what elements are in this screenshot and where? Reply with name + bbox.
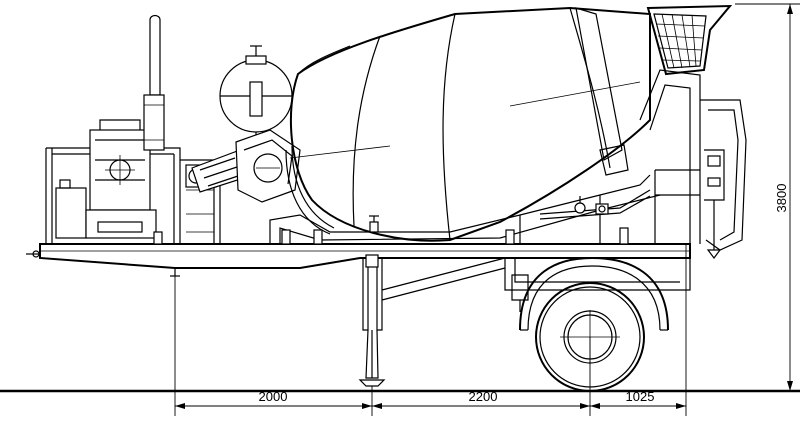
dimension-label-2000: 2000 [259,389,288,404]
engine-cage [45,14,221,244]
discharge-chute [700,99,747,259]
trailer-frame [26,243,691,291]
fender [511,256,669,331]
dimension-label-height: 3800 [774,184,789,213]
water-tank [219,45,293,149]
drum-drive [191,129,301,203]
support-leg [358,254,506,387]
loading-hopper [646,4,733,76]
drum-support-frame [153,7,701,245]
water-pipe [369,189,651,233]
dimension-label-1025: 1025 [626,389,655,404]
dimension-lines [174,3,800,416]
dimension-label-2200: 2200 [469,389,498,404]
